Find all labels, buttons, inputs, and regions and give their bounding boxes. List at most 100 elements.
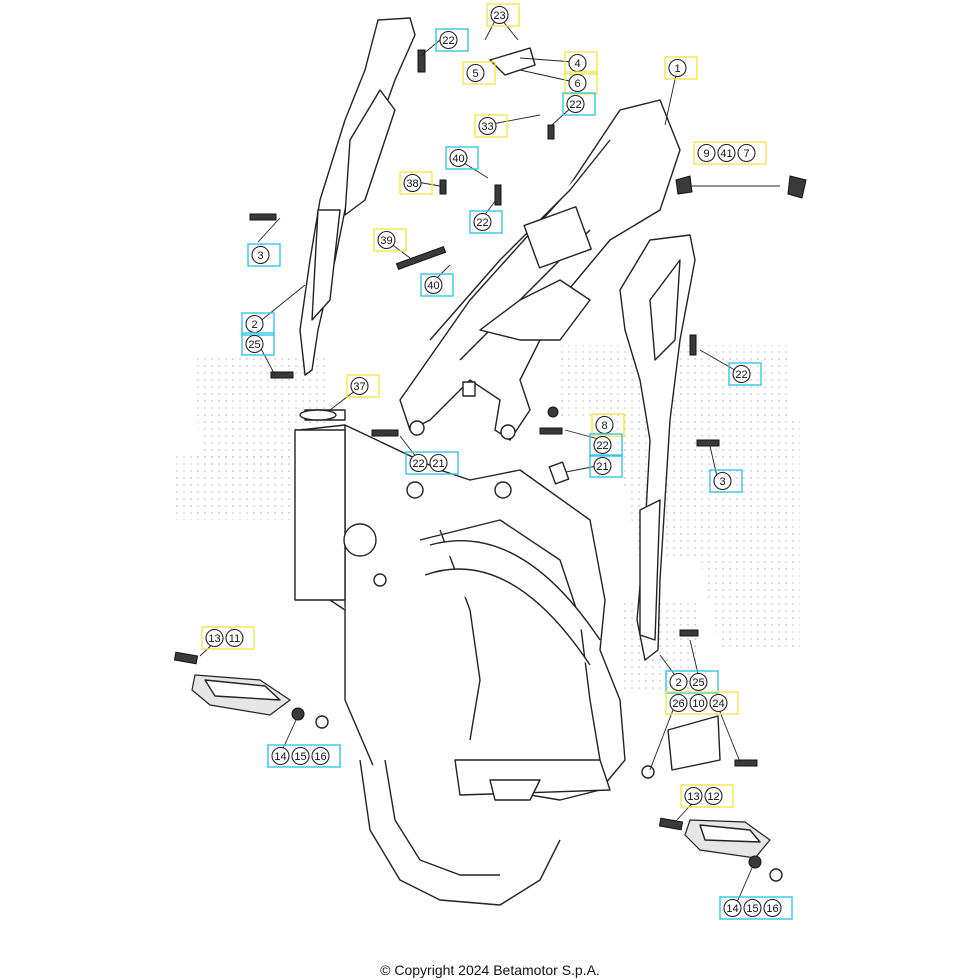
callout-14-15-16-right[interactable]: 14 15 16 [719,896,793,920]
callout-37[interactable]: 37 [346,374,380,398]
callout-number: 2 [251,319,257,331]
callout-number: 4 [574,58,580,70]
callout-bubble [668,58,687,78]
callout-4[interactable]: 4 [564,51,598,75]
callout-bubble [473,212,492,232]
callout-25-left[interactable]: 25 [241,332,275,356]
callout-14-15-16-left[interactable]: 14 15 16 [267,744,341,768]
callout-bubble [377,230,396,250]
callout-6[interactable]: 6 [564,71,598,95]
callout-number: 21 [596,461,608,473]
callout-number: 11 [229,633,240,645]
callout-40-lower[interactable]: 40 [420,273,454,297]
callout-frame [241,332,275,356]
callout-22-upper-mid[interactable]: 22 [562,92,596,116]
callout-3-right[interactable]: 3 [709,469,743,493]
callout-39[interactable]: 39 [373,228,407,252]
callout-33[interactable]: 33 [474,114,508,138]
callout-number: 23 [493,10,505,22]
callout-frame [709,469,743,493]
callout-number: 15 [294,751,306,763]
callout-13-11[interactable]: 13 11 [201,626,255,650]
callout-number: 41 [720,148,732,160]
callout-number: 25 [692,677,704,689]
callout-bubble [490,5,509,25]
callout-1[interactable]: 1 [664,56,698,80]
callout-number: 16 [314,751,326,763]
callout-bubble [737,143,756,163]
callout-bubble [713,471,732,491]
callout-bubble [568,73,587,93]
callout-bubble [697,143,716,163]
callout-number: 37 [353,381,365,393]
callout-bubble [424,275,443,295]
callout-frame [665,691,739,715]
callout-2-left[interactable]: 2 [241,312,275,336]
callout-frame [241,312,275,336]
main-frame [294,409,626,906]
callout-bubble [449,148,468,168]
callout-frame [719,896,793,920]
callout-22-right[interactable]: 22 [728,362,762,386]
callout-bubble [429,453,448,473]
callout-number: 3 [719,476,725,488]
callout-number: 14 [726,903,738,915]
callout-bubble [409,453,428,473]
callout-number: 9 [703,148,709,160]
callout-40-upper[interactable]: 40 [445,146,479,170]
callout-bubble [689,693,708,713]
callout-number: 22 [569,99,581,111]
callout-number: 3 [257,250,263,262]
callout-frame [247,243,281,267]
callout-number: 15 [746,903,758,915]
callout-number: 33 [481,121,493,133]
callout-38[interactable]: 38 [399,171,433,195]
callout-22-mid[interactable]: 22 [469,210,503,234]
callout-bubble [291,746,310,766]
callout-bubble [311,746,330,766]
callout-frame [693,141,767,165]
callout-bubble [205,628,224,648]
callout-frame [267,744,341,768]
callout-frame [474,114,508,138]
callout-number: 24 [712,698,724,710]
callout-21[interactable]: 21 [589,454,623,478]
callout-number: 7 [743,148,749,160]
callout-bubble [743,898,762,918]
callout-23[interactable]: 23 [486,3,520,27]
callout-frame [589,433,623,457]
callout-number: 10 [692,698,704,710]
callout-number: 16 [766,903,778,915]
callout-bubble [593,456,612,476]
rear-subframe [399,99,681,441]
callout-2-25-right[interactable]: 2 25 [665,670,719,694]
small-parts [249,47,807,779]
callout-bubble [225,628,244,648]
callout-number: 13 [208,633,220,645]
callout-bubble [466,63,485,83]
callout-bubble [709,693,728,713]
callout-9-41-7[interactable]: 9 41 7 [693,141,767,165]
callout-number: 21 [432,458,444,470]
callout-22-lower-right[interactable]: 22 [589,433,623,457]
callout-bubble [763,898,782,918]
callout-3-left[interactable]: 3 [247,243,281,267]
callout-22-top[interactable]: 22 [435,28,469,52]
callout-frame [201,626,255,650]
callout-number: 2 [675,677,681,689]
callout-frame [591,413,625,437]
callout-8[interactable]: 8 [591,413,625,437]
callout-frame [486,3,520,27]
callout-number: 6 [574,78,580,90]
callout-frame [435,28,469,52]
callout-number: 14 [274,751,286,763]
callout-number: 8 [601,420,607,432]
callout-5[interactable]: 5 [462,61,496,85]
callout-frame [564,71,598,95]
callout-number: 13 [687,791,699,803]
callout-bubble [684,786,703,806]
